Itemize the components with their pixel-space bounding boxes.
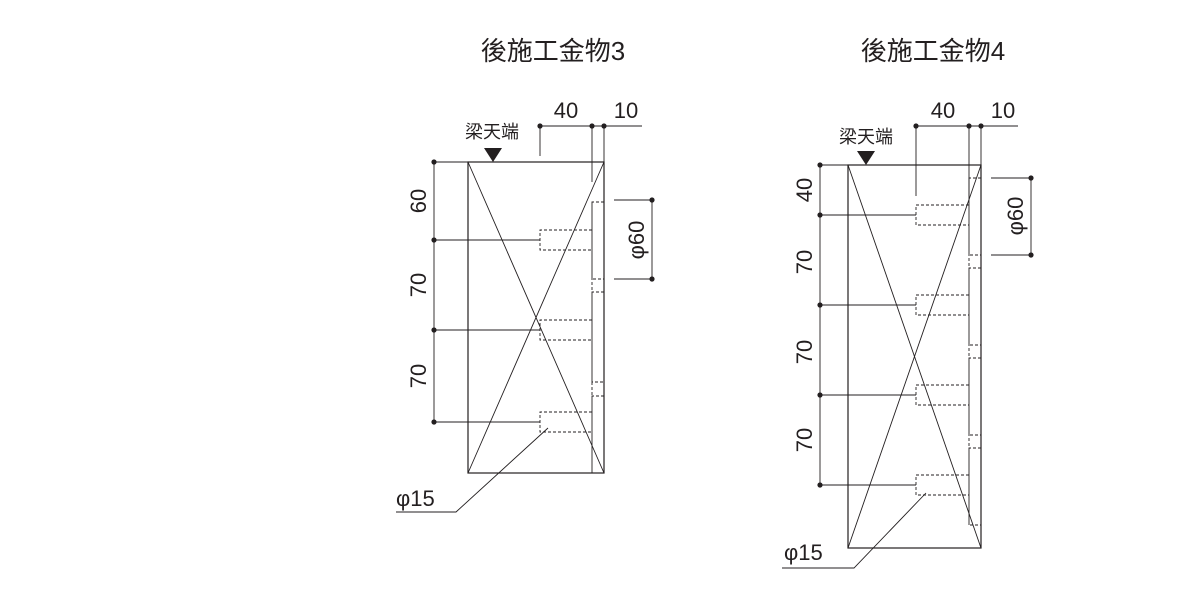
beam-top-label: 梁天端 bbox=[839, 127, 893, 147]
pipe-dimension: φ60 bbox=[991, 175, 1034, 258]
top-dim-40: 40 bbox=[554, 98, 578, 123]
hole-leader: φ15 bbox=[782, 492, 927, 569]
figure-title: 後施工金物4 bbox=[861, 36, 1005, 66]
hole-diameter-label: φ15 bbox=[396, 486, 435, 511]
section-cross-line bbox=[467, 161, 605, 474]
side-dim: 70 bbox=[406, 364, 431, 388]
top-dimension: 40 10 bbox=[913, 98, 1018, 196]
figure-fitting-3: 後施工金物3 梁天端 40 10 bbox=[396, 36, 655, 513]
beam-section bbox=[847, 164, 982, 549]
beam-top-marker-icon bbox=[484, 148, 502, 162]
section-cross-line bbox=[847, 164, 982, 549]
fitting-hidden-outline bbox=[915, 177, 981, 526]
pipe-diameter-label: φ60 bbox=[1003, 197, 1028, 236]
top-dim-40: 40 bbox=[931, 98, 955, 123]
side-dimension: 60 70 70 bbox=[406, 159, 540, 425]
top-dim-10: 10 bbox=[991, 98, 1015, 123]
pipe-dimension: φ60 bbox=[614, 197, 655, 282]
side-dim: 70 bbox=[406, 273, 431, 297]
beam-top-marker-icon bbox=[857, 151, 875, 165]
side-dimension: 40 70 70 70 bbox=[792, 162, 916, 488]
figure-title: 後施工金物3 bbox=[481, 36, 625, 66]
top-dim-10: 10 bbox=[614, 98, 638, 123]
hole-leader: φ15 bbox=[396, 427, 549, 513]
pipe-diameter-label: φ60 bbox=[624, 221, 649, 260]
beam-top-label: 梁天端 bbox=[465, 122, 519, 142]
side-dim: 70 bbox=[792, 250, 817, 274]
side-dim: 70 bbox=[792, 428, 817, 452]
side-dim: 60 bbox=[406, 189, 431, 213]
side-dim: 70 bbox=[792, 340, 817, 364]
side-dim: 40 bbox=[792, 178, 817, 202]
figure-fitting-4: 後施工金物4 梁天端 40 10 bbox=[782, 36, 1034, 569]
beam-section bbox=[467, 161, 605, 474]
hole-diameter-label: φ15 bbox=[784, 540, 823, 565]
fitting-hidden-outline bbox=[539, 201, 604, 473]
top-dimension: 40 10 bbox=[537, 98, 642, 182]
